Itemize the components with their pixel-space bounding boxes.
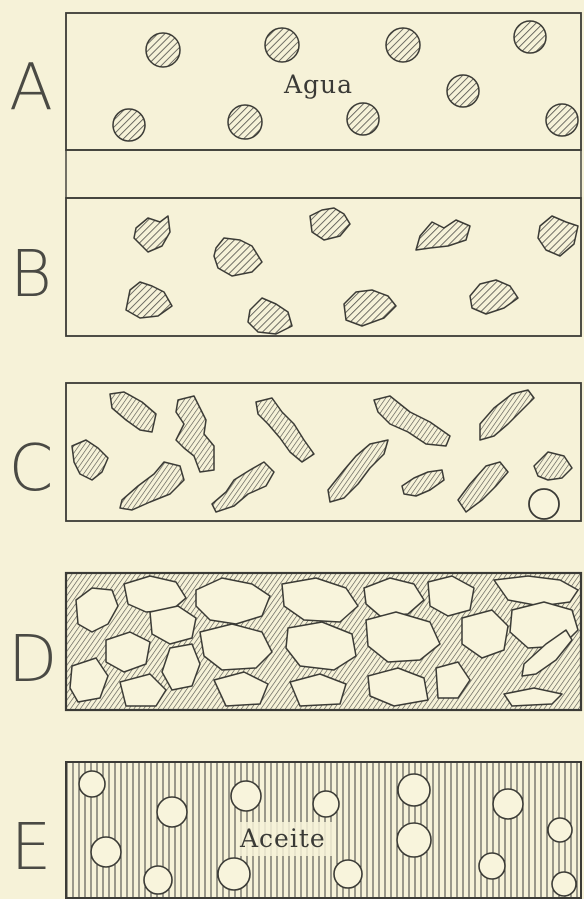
droplet bbox=[386, 28, 420, 62]
water-droplet bbox=[144, 866, 172, 894]
particle bbox=[134, 216, 170, 252]
water-droplet bbox=[91, 837, 121, 867]
particle bbox=[374, 396, 450, 446]
particle bbox=[538, 216, 578, 256]
particle bbox=[534, 452, 572, 480]
panel-label-a: A bbox=[8, 56, 54, 120]
particle bbox=[248, 298, 292, 334]
panel-label-c: C bbox=[8, 437, 54, 501]
panel-c bbox=[66, 383, 581, 521]
droplet bbox=[546, 104, 578, 136]
water-droplet bbox=[334, 860, 362, 888]
panel-c-particles bbox=[72, 390, 572, 512]
water-droplet bbox=[398, 774, 430, 806]
particle bbox=[212, 462, 274, 512]
water-droplet bbox=[231, 781, 261, 811]
particle bbox=[480, 390, 534, 440]
water-droplet bbox=[313, 791, 339, 817]
particle bbox=[176, 396, 214, 472]
droplet bbox=[347, 103, 379, 135]
water-droplet bbox=[218, 858, 250, 890]
water-droplet bbox=[397, 823, 431, 857]
droplet bbox=[265, 28, 299, 62]
particle bbox=[470, 280, 518, 314]
panel-label-b: B bbox=[8, 243, 54, 307]
droplet bbox=[447, 75, 479, 107]
particle bbox=[120, 462, 184, 510]
oil-droplet bbox=[529, 489, 559, 519]
droplet bbox=[514, 21, 546, 53]
water-droplet bbox=[548, 818, 572, 842]
panel-b-particles bbox=[126, 208, 578, 334]
water-droplet bbox=[79, 771, 105, 797]
particle bbox=[328, 440, 388, 502]
particle bbox=[256, 398, 314, 462]
separator-band bbox=[66, 150, 581, 198]
water-droplet bbox=[493, 789, 523, 819]
water-droplet bbox=[552, 872, 576, 896]
particle bbox=[110, 392, 156, 432]
panel-label-e: E bbox=[8, 816, 54, 880]
particle bbox=[310, 208, 350, 240]
particle bbox=[416, 220, 470, 250]
water-droplet bbox=[479, 853, 505, 879]
particle bbox=[402, 470, 444, 496]
droplet bbox=[113, 109, 145, 141]
particle bbox=[214, 238, 262, 276]
annotation-agua: Agua bbox=[284, 70, 353, 99]
droplet bbox=[146, 33, 180, 67]
annotation-aceite: Aceite bbox=[240, 824, 326, 853]
water-droplet bbox=[157, 797, 187, 827]
particle bbox=[458, 462, 508, 512]
panel-label-d: D bbox=[8, 628, 54, 692]
panel-b bbox=[66, 198, 581, 336]
droplet bbox=[228, 105, 262, 139]
panel-d bbox=[66, 573, 581, 710]
particle bbox=[126, 282, 172, 318]
particle bbox=[72, 440, 108, 480]
particle bbox=[344, 290, 396, 326]
